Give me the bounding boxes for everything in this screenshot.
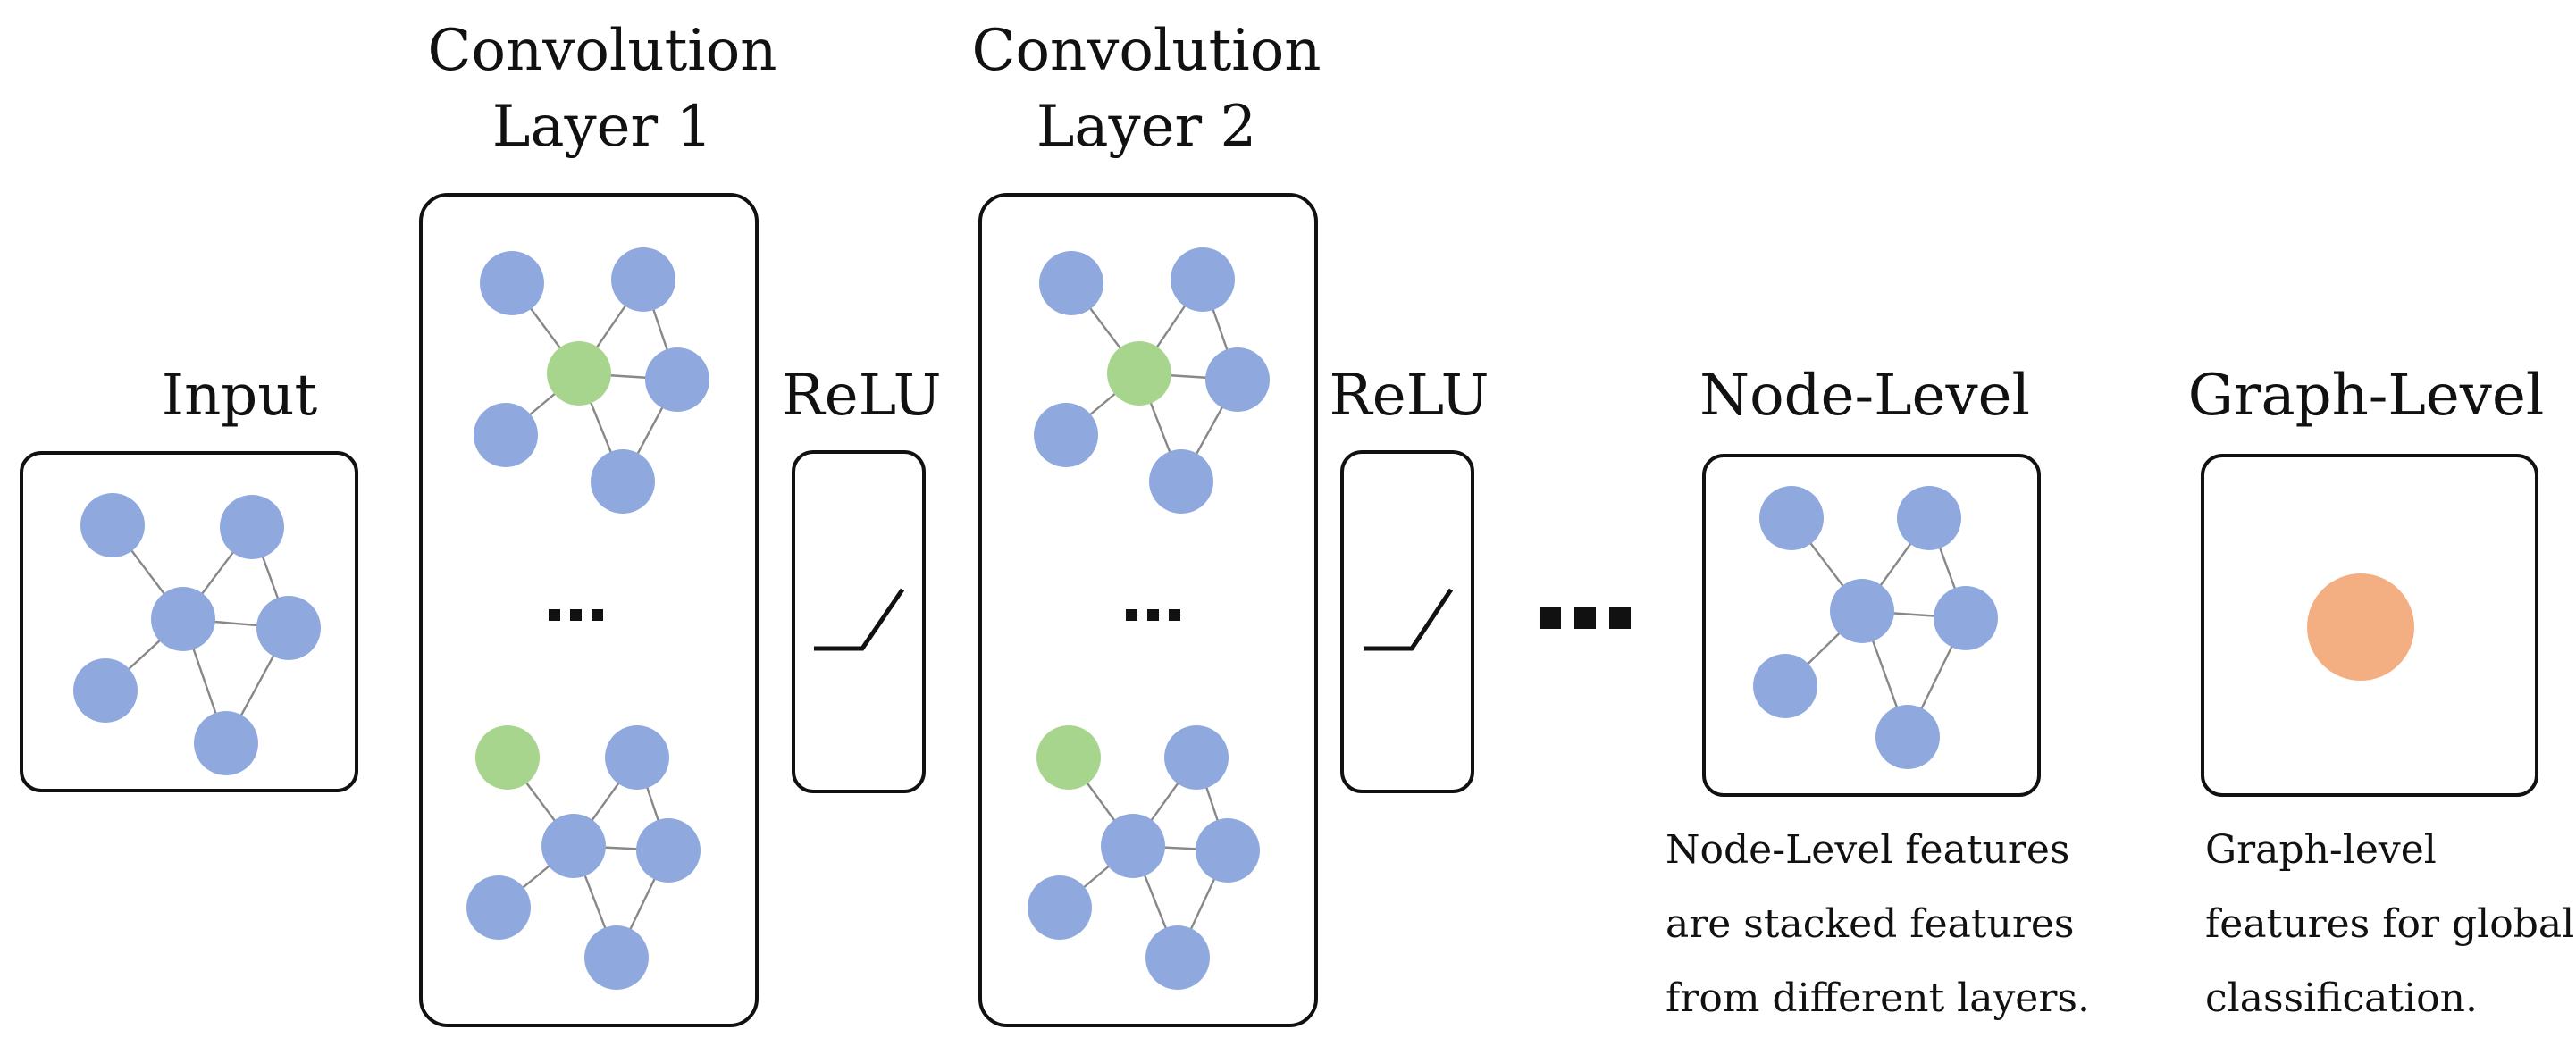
more-layers-ellipsis [1540, 607, 1631, 629]
node-level-caption-line: from different layers. [1666, 975, 2090, 1021]
conv1-title-line1: Convolution [427, 18, 776, 84]
graph-node [1830, 579, 1894, 643]
node-level-caption-line: Node-Level features [1666, 827, 2070, 873]
graph-node [591, 449, 655, 514]
relu-2-box [1340, 450, 1474, 793]
graph-node [611, 247, 675, 312]
graph-node [1145, 925, 1210, 990]
relu-1-panel [792, 450, 926, 793]
graph-level-caption-line: features for global [2205, 901, 2574, 947]
graph-node [1205, 347, 1270, 412]
graph-node [474, 403, 538, 467]
highlighted-node [475, 725, 540, 790]
graph-node [605, 725, 669, 790]
graph-level-caption: Graph-level features for global classifi… [2205, 827, 2574, 1021]
conv1-ellipsis [549, 609, 603, 621]
graph-node [1759, 486, 1824, 550]
conv-layer-2-panel [978, 193, 1318, 1027]
graph-node [80, 493, 145, 557]
graph-node [636, 818, 701, 883]
graph-node [1034, 403, 1098, 467]
relu-1-box [792, 450, 926, 793]
graph-node [1934, 586, 1998, 650]
conv2-bottom-graph [1028, 725, 1260, 990]
highlighted-node [1107, 341, 1171, 406]
node-level-panel [1702, 454, 2041, 797]
graph-node [584, 925, 649, 990]
input-panel [20, 451, 358, 792]
node-level-caption-line: are stacked features [1666, 901, 2075, 947]
relu-2-icon [1364, 588, 1454, 651]
graph-node [1875, 705, 1940, 769]
graph-node [220, 495, 284, 559]
graph-node [194, 711, 258, 775]
graph-node [1164, 725, 1229, 790]
graph-level-caption-line: classification. [2205, 975, 2478, 1021]
conv-layer-1-panel [419, 193, 759, 1027]
graph-node [1039, 251, 1103, 315]
relu-1-icon [814, 588, 905, 651]
graph-node [1171, 247, 1235, 312]
graph-node [1897, 486, 1961, 550]
highlighted-node [547, 341, 611, 406]
graph-level-caption-line: Graph-level [2205, 827, 2437, 873]
graph-embedding-node [2307, 573, 2414, 681]
conv2-ellipsis [1126, 609, 1180, 621]
node-level-graph [1753, 486, 1998, 769]
graph-node [645, 347, 709, 412]
relu1-title: ReLU [782, 363, 942, 429]
graph-node [466, 875, 531, 940]
conv1-title-line2: Layer 1 [492, 94, 712, 160]
graph-level-title: Graph-Level [2188, 363, 2545, 429]
conv1-top-graph [474, 247, 709, 514]
graph-node [1149, 449, 1213, 514]
highlighted-node [1036, 725, 1101, 790]
graph-node [1028, 875, 1092, 940]
graph-node [256, 596, 321, 660]
graph-level-panel [2201, 454, 2538, 797]
conv1-bottom-graph [466, 725, 701, 990]
node-level-caption: Node-Level features are stacked features… [1666, 827, 2090, 1021]
node-level-title: Node-Level [1699, 363, 2030, 429]
graph-node [73, 658, 138, 723]
conv2-title-line1: Convolution [971, 18, 1321, 84]
conv2-top-graph [1034, 247, 1270, 514]
graph-node [1196, 818, 1260, 883]
graph-node [1101, 814, 1165, 878]
relu2-title: ReLU [1330, 363, 1489, 429]
graph-node [151, 587, 215, 651]
input-graph [73, 493, 321, 775]
graph-node [1753, 654, 1817, 718]
graph-node [541, 814, 606, 878]
relu-2-panel [1340, 450, 1474, 793]
graph-node [480, 251, 544, 315]
conv2-title-line2: Layer 2 [1036, 94, 1256, 160]
input-title: Input [162, 363, 318, 429]
